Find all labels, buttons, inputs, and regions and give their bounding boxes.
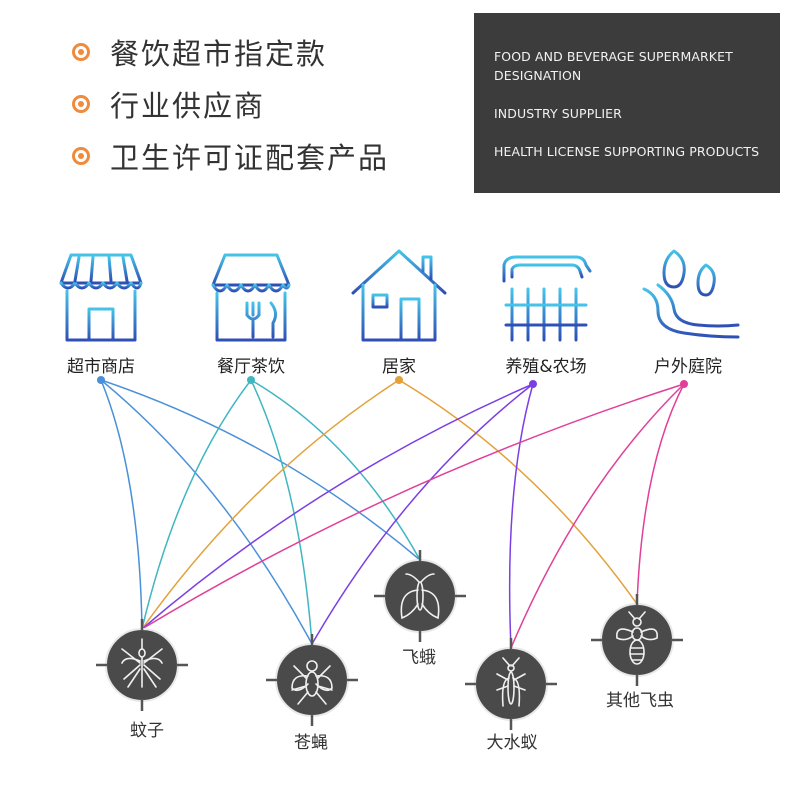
house-icon [351, 249, 447, 342]
connection-line-restaurant-moth [250, 379, 421, 561]
connection-line-home-wasp [398, 379, 638, 605]
cafe-awning-icon [211, 253, 291, 342]
feature-list: 餐饮超市指定款 行业供应商 卫生许可证配套产品 [72, 26, 389, 182]
farm-barn-icon [500, 255, 592, 342]
location-dot [529, 380, 537, 388]
feature-item: 餐饮超市指定款 [72, 26, 389, 78]
feature-text: 行业供应商 [110, 89, 266, 123]
insect-badge-fly [266, 634, 358, 726]
connection-line-outdoor-mosquito [141, 383, 685, 630]
bullet-ring-icon [72, 95, 90, 113]
connection-line-home-mosquito [141, 379, 400, 630]
insect-label: 飞蛾 [402, 648, 436, 668]
trees-path-icon [642, 249, 740, 339]
connection-line-farm-fly [311, 383, 534, 645]
feature-item: 卫生许可证配套产品 [72, 130, 389, 182]
mosquito-icon [121, 638, 163, 688]
english-description-box: FOOD AND BEVERAGE SUPERMARKET DESIGNATIO… [474, 13, 780, 193]
connection-line-outdoor-wasp [636, 383, 685, 605]
location-label: 超市商店 [67, 357, 135, 377]
wasp-icon [616, 611, 658, 665]
bullet-ring-icon [72, 43, 90, 61]
insect-label: 大水蚁 [487, 733, 538, 753]
location-dot [680, 380, 688, 388]
fly-icon [291, 660, 333, 705]
connection-line-outdoor-mayfly [510, 383, 685, 649]
insect-label: 苍蝇 [294, 733, 328, 753]
location-label: 养殖&农场 [505, 357, 586, 377]
connection-line-farm-mosquito [141, 383, 534, 630]
insect-badge-moth [374, 550, 466, 642]
feature-text: 卫生许可证配套产品 [110, 141, 390, 175]
english-line: HEALTH LICENSE SUPPORTING PRODUCTS [494, 144, 760, 159]
moth-icon [400, 573, 440, 620]
location-label: 餐厅茶饮 [217, 357, 285, 377]
location-dot [97, 376, 105, 384]
insect-label: 其他飞虫 [606, 691, 674, 711]
connection-line-restaurant-fly [250, 379, 313, 645]
connection-line-supermarket-fly [100, 379, 313, 645]
storefront-icon [59, 253, 143, 342]
location-label: 居家 [382, 357, 416, 377]
connection-lines [100, 379, 685, 649]
location-dot [247, 376, 255, 384]
insect-badge-wasp [591, 594, 683, 686]
english-line: INDUSTRY SUPPLIER [494, 106, 622, 121]
connection-line-restaurant-mosquito [141, 379, 252, 630]
connection-line-farm-mayfly [508, 383, 534, 649]
bullet-ring-icon [72, 147, 90, 165]
insect-badge-mosquito [96, 619, 188, 711]
connection-line-supermarket-mosquito [100, 379, 143, 630]
mayfly-icon [496, 657, 526, 707]
english-line: FOOD AND BEVERAGE SUPERMARKET DESIGNATIO… [494, 49, 733, 83]
insect-label: 蚊子 [130, 721, 164, 741]
location-label: 户外庭院 [654, 357, 722, 377]
insect-badge-mayfly [465, 638, 557, 730]
feature-item: 行业供应商 [72, 78, 389, 130]
connection-line-supermarket-moth [100, 379, 421, 561]
feature-text: 餐饮超市指定款 [110, 37, 328, 71]
location-dot [395, 376, 403, 384]
